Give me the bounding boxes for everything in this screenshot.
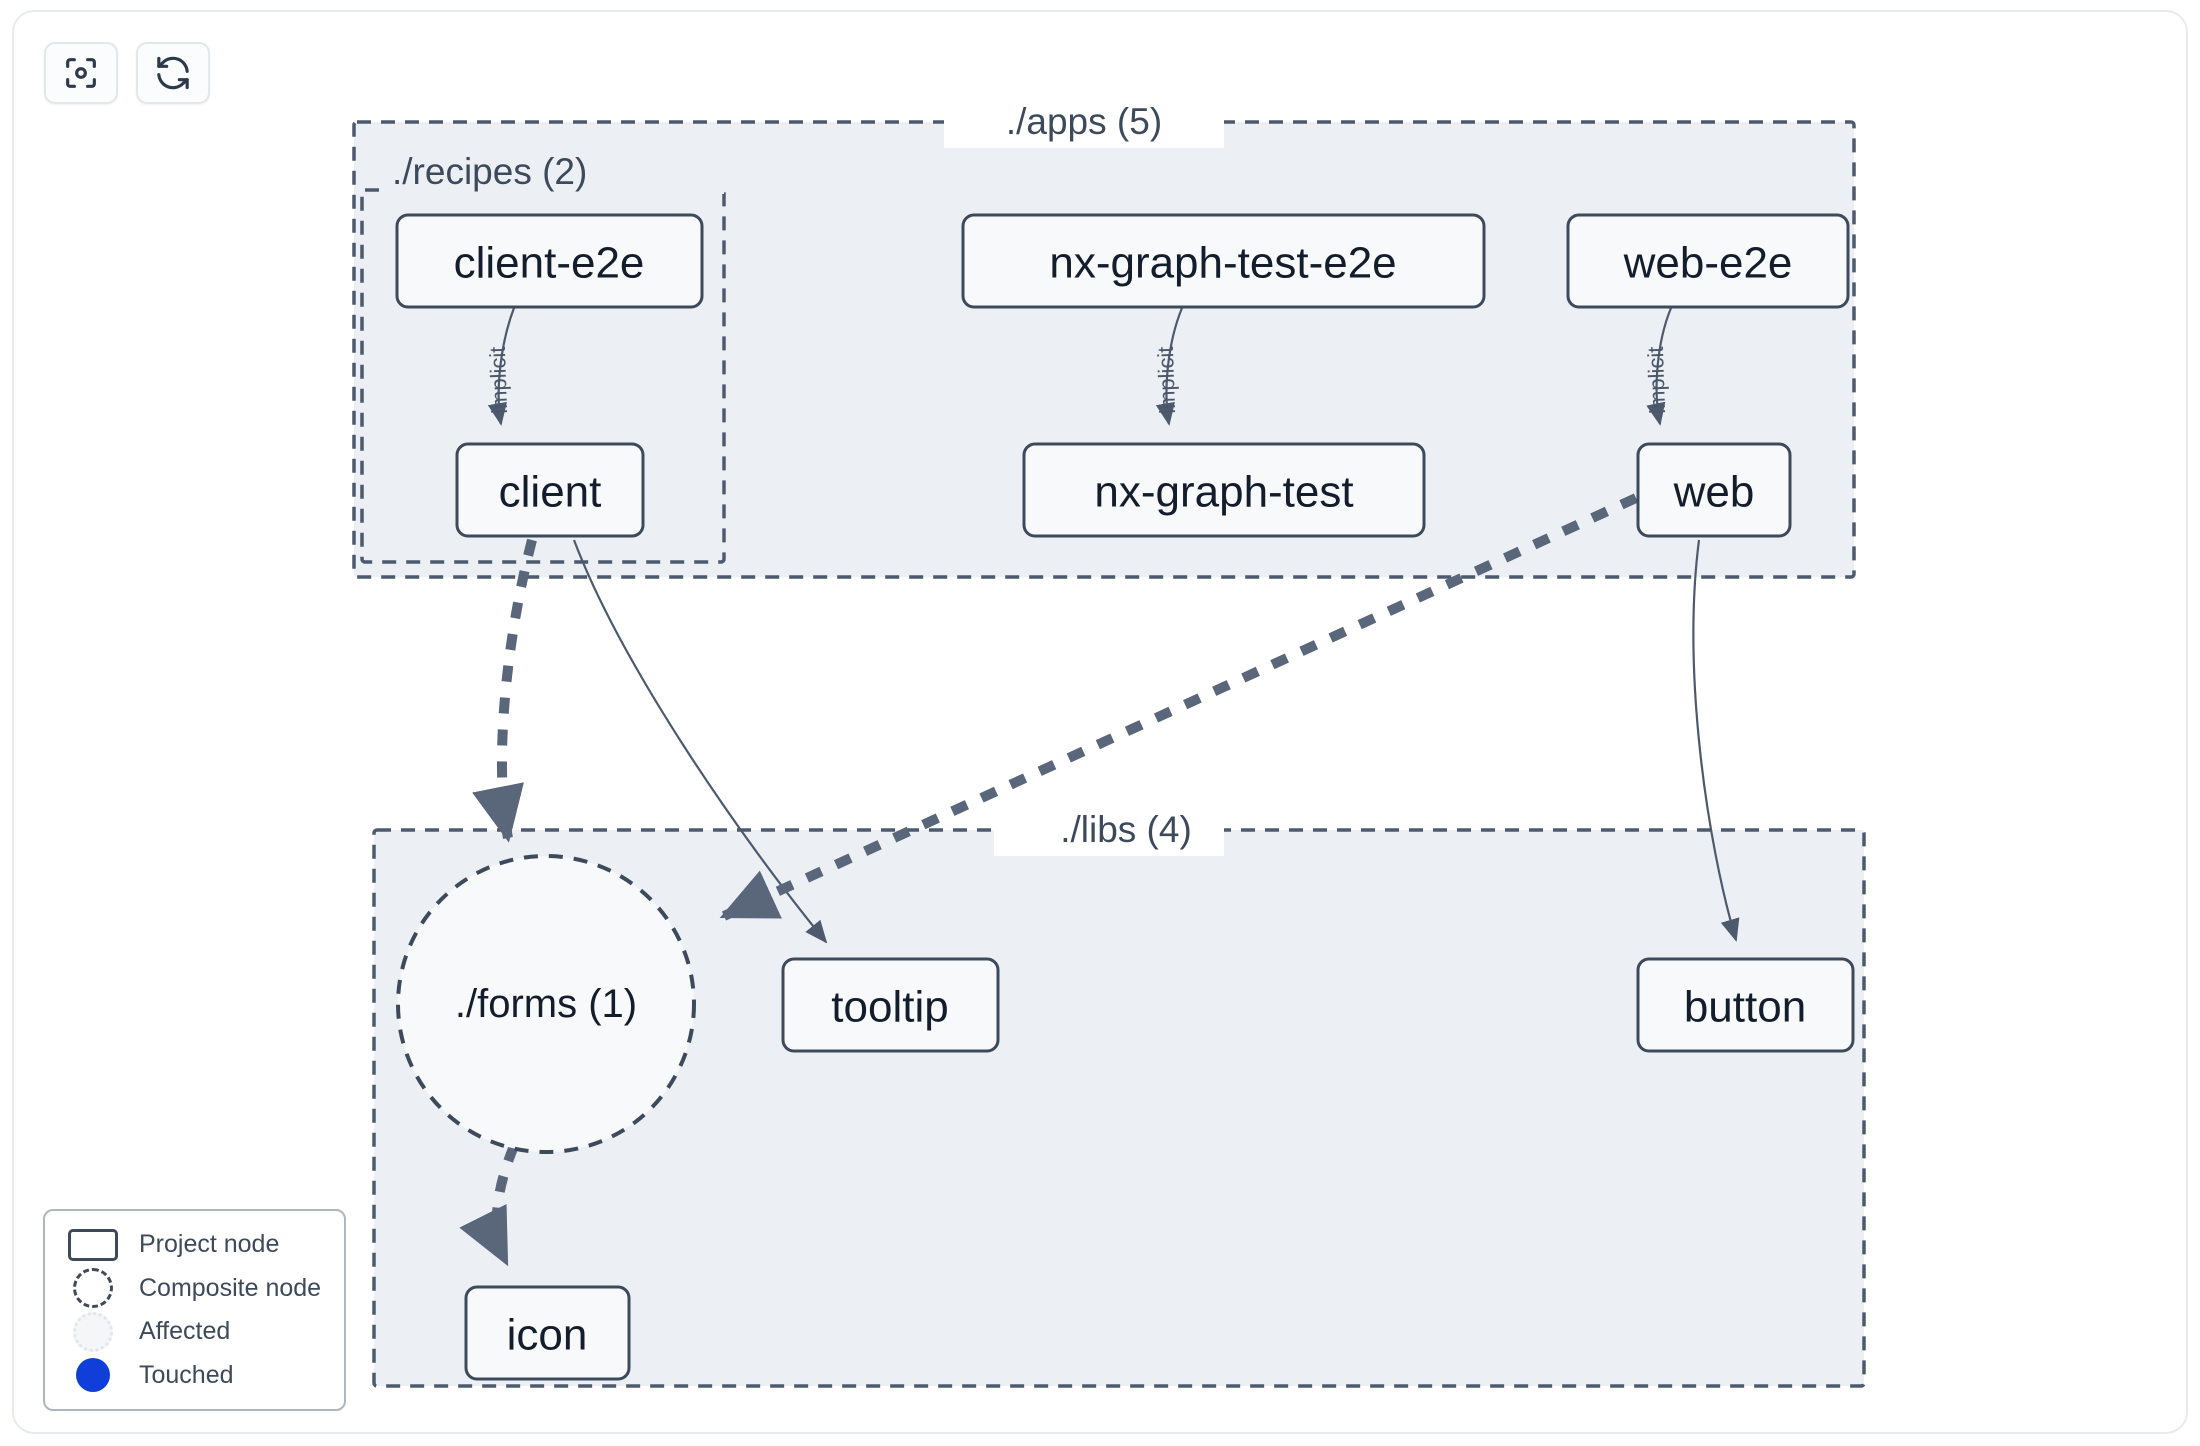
edge-path[interactable]	[1155, 307, 1184, 426]
project-node-swatch-icon	[61, 1228, 125, 1261]
focus-target-button[interactable]	[44, 42, 118, 104]
edge-label-implicit-1: implicit	[485, 346, 512, 414]
edge-path[interactable]	[1646, 307, 1673, 426]
node-client-e2e-label: client-e2e	[454, 239, 645, 288]
edge-web-e2e-to-web[interactable]: implicit	[1643, 307, 1673, 426]
legend-item-affected: Affected	[61, 1310, 328, 1354]
refresh-icon	[157, 56, 189, 90]
node-web[interactable]: web	[1636, 442, 1792, 538]
graph-toolbar	[44, 42, 210, 104]
node-forms-circle[interactable]	[396, 854, 696, 1154]
node-web-e2e-label: web-e2e	[1623, 239, 1793, 288]
group-libs[interactable]: ./libs (4)	[372, 804, 1866, 1388]
node-tooltip[interactable]: tooltip	[781, 957, 1000, 1053]
group-apps-label: ./apps (5)	[1006, 101, 1162, 142]
node-nx-graph-test-e2e-box[interactable]	[961, 213, 1486, 309]
node-forms-composite[interactable]: ./forms (1)	[396, 854, 696, 1154]
touched-swatch-icon	[61, 1358, 125, 1393]
node-client-label: client	[499, 468, 602, 517]
group-recipes-label: ./recipes (2)	[392, 151, 587, 192]
edge-client-to-forms[interactable]	[472, 538, 537, 843]
node-web-box[interactable]	[1636, 442, 1792, 538]
affected-swatch-icon	[61, 1311, 125, 1352]
node-nx-graph-test-box[interactable]	[1022, 442, 1426, 538]
node-web-e2e[interactable]: web-e2e	[1566, 213, 1850, 309]
node-icon[interactable]: icon	[464, 1285, 631, 1381]
node-forms-label: ./forms (1)	[455, 982, 637, 1026]
node-client-box[interactable]	[455, 442, 645, 538]
edge-web-to-forms[interactable]	[719, 493, 1639, 921]
legend-item-project-node: Project node	[61, 1223, 328, 1267]
legend-label-project-node: Project node	[139, 1230, 280, 1259]
node-web-e2e-box[interactable]	[1566, 213, 1850, 309]
node-icon-label: icon	[507, 1311, 588, 1360]
group-libs-box[interactable]	[372, 828, 1866, 1388]
legend-item-composite-node: Composite node	[61, 1267, 328, 1311]
node-web-label: web	[1673, 468, 1755, 517]
edge-forms-to-icon[interactable]	[459, 1144, 519, 1267]
node-icon-box[interactable]	[464, 1285, 631, 1381]
node-client-e2e[interactable]: client-e2e	[395, 213, 704, 309]
node-button-box[interactable]	[1636, 957, 1855, 1053]
edge-label-implicit-3: implicit	[1643, 346, 1670, 414]
legend-item-touched: Touched	[61, 1354, 328, 1398]
node-button-label: button	[1684, 983, 1806, 1032]
graph-legend: Project node Composite node Affected Tou…	[43, 1209, 346, 1411]
legend-label-affected: Affected	[139, 1317, 231, 1346]
group-libs-label: ./libs (4)	[1060, 809, 1192, 850]
node-nx-graph-test-e2e[interactable]: nx-graph-test-e2e	[961, 213, 1486, 309]
node-client[interactable]: client	[455, 442, 645, 538]
node-client-e2e-box[interactable]	[395, 213, 704, 309]
composite-node-swatch-icon	[61, 1268, 125, 1309]
focus-target-icon	[66, 58, 96, 88]
graph-canvas: ./apps (5) ./recipes (2) ./libs (4) impl…	[352, 96, 1866, 1388]
node-nx-graph-test-e2e-label: nx-graph-test-e2e	[1049, 239, 1396, 288]
legend-label-touched: Touched	[139, 1360, 234, 1389]
edge-label-implicit-2: implicit	[1153, 346, 1180, 414]
node-tooltip-label: tooltip	[831, 983, 948, 1032]
group-recipes-label-bg	[384, 142, 724, 194]
node-nx-graph-test[interactable]: nx-graph-test	[1022, 442, 1426, 538]
edge-client-to-tooltip[interactable]	[572, 539, 828, 944]
refresh-button[interactable]	[136, 42, 210, 104]
group-apps-label-bg	[944, 96, 1224, 148]
edge-web-to-button[interactable]	[1692, 539, 1740, 942]
graph-panel: ./apps (5) ./recipes (2) ./libs (4) impl…	[12, 10, 2188, 1434]
node-button[interactable]: button	[1636, 957, 1855, 1053]
group-libs-label-bg	[994, 804, 1224, 856]
edge-path[interactable]	[487, 307, 516, 426]
edge-nx-graph-test-e2e-to-nx-graph-test[interactable]: implicit	[1153, 307, 1184, 426]
edge-client-e2e-to-client[interactable]: implicit	[485, 307, 516, 426]
node-tooltip-box[interactable]	[781, 957, 1000, 1053]
node-nx-graph-test-label: nx-graph-test	[1094, 468, 1353, 517]
legend-label-composite-node: Composite node	[139, 1273, 322, 1302]
